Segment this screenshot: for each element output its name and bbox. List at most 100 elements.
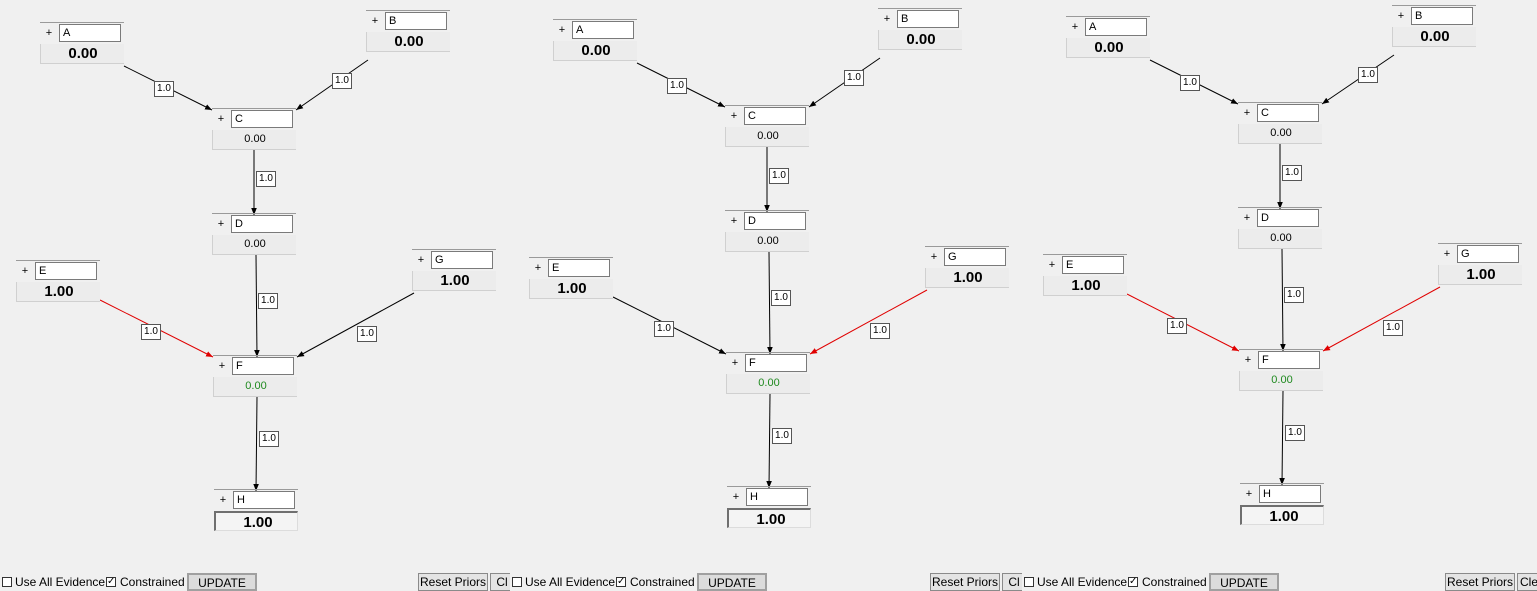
- node-name-field[interactable]: B: [1411, 7, 1473, 25]
- expand-icon[interactable]: +: [1071, 21, 1079, 33]
- clear-button[interactable]: Cl: [1002, 573, 1022, 591]
- node-name-field[interactable]: D: [231, 215, 293, 233]
- node-name-field[interactable]: A: [1085, 18, 1147, 36]
- use-all-evidence-checkbox[interactable]: [2, 577, 12, 587]
- expand-icon[interactable]: +: [1048, 259, 1056, 271]
- expand-icon[interactable]: +: [930, 251, 938, 263]
- expand-icon[interactable]: +: [1443, 248, 1451, 260]
- expand-icon[interactable]: +: [534, 262, 542, 274]
- node-name-field[interactable]: H: [746, 488, 808, 506]
- node-name-field[interactable]: G: [1457, 245, 1519, 263]
- update-button[interactable]: UPDATE: [1209, 573, 1279, 591]
- node-name-field[interactable]: A: [59, 24, 121, 42]
- node-name-field[interactable]: G: [944, 248, 1006, 266]
- constrained-checkbox[interactable]: ✓: [616, 576, 626, 587]
- reset-priors-button[interactable]: Reset Priors: [1445, 573, 1515, 591]
- node-name-field[interactable]: E: [35, 262, 97, 280]
- expand-icon[interactable]: +: [731, 357, 739, 369]
- node-name-field[interactable]: F: [1258, 351, 1320, 369]
- node-name-field[interactable]: E: [1062, 256, 1124, 274]
- edge-weight-label[interactable]: 1.0: [772, 428, 792, 444]
- expand-icon[interactable]: +: [730, 215, 738, 227]
- edge-weight-label[interactable]: 1.0: [667, 78, 687, 94]
- expand-icon[interactable]: +: [730, 110, 738, 122]
- edge-weight-label[interactable]: 1.0: [259, 431, 279, 447]
- expand-icon[interactable]: +: [732, 491, 740, 503]
- expand-icon[interactable]: +: [1243, 212, 1251, 224]
- expand-icon[interactable]: +: [417, 254, 425, 266]
- expand-icon[interactable]: +: [1244, 354, 1252, 366]
- edge-weight-label[interactable]: 1.0: [1358, 67, 1378, 83]
- edge-weight-label[interactable]: 1.0: [258, 293, 278, 309]
- edge-weight-label[interactable]: 1.0: [256, 171, 276, 187]
- edge-weight-label[interactable]: 1.0: [154, 81, 174, 97]
- edge-weight-label[interactable]: 1.0: [1285, 425, 1305, 441]
- expand-icon[interactable]: +: [1245, 488, 1253, 500]
- edge-weight-label[interactable]: 1.0: [870, 323, 890, 339]
- expand-icon[interactable]: +: [217, 218, 225, 230]
- edge-weight-label[interactable]: 1.0: [141, 324, 161, 340]
- node-name-field[interactable]: C: [744, 107, 806, 125]
- edge-weight-label[interactable]: 1.0: [844, 70, 864, 86]
- expand-icon[interactable]: +: [1243, 107, 1251, 119]
- node-name-field[interactable]: A: [572, 21, 634, 39]
- update-button[interactable]: UPDATE: [187, 573, 257, 591]
- constrained-checkbox[interactable]: ✓: [106, 576, 116, 587]
- edge-weight-label[interactable]: 1.0: [1284, 287, 1304, 303]
- expand-icon[interactable]: +: [558, 24, 566, 36]
- use-all-evidence-checkbox[interactable]: [1024, 577, 1034, 587]
- edge-weight-label[interactable]: 1.0: [771, 290, 791, 306]
- edge-weight-label[interactable]: 1.0: [1167, 318, 1187, 334]
- edge-weight-label[interactable]: 1.0: [654, 321, 674, 337]
- clear-button[interactable]: Cle: [1517, 573, 1537, 591]
- reset-priors-button[interactable]: Reset Priors: [418, 573, 488, 591]
- use-all-evidence-checkbox[interactable]: [512, 577, 522, 587]
- node-name-field[interactable]: F: [232, 357, 294, 375]
- node-name-field[interactable]: H: [1259, 485, 1321, 503]
- node-name-field[interactable]: F: [745, 354, 807, 372]
- node-name-field[interactable]: H: [233, 491, 295, 509]
- node-name-field[interactable]: B: [897, 10, 959, 28]
- update-button[interactable]: UPDATE: [697, 573, 767, 591]
- node-name-field[interactable]: G: [431, 251, 493, 269]
- node-name-field[interactable]: E: [548, 259, 610, 277]
- expand-icon[interactable]: +: [219, 494, 227, 506]
- edge-weight-label[interactable]: 1.0: [1282, 165, 1302, 181]
- node-name-field[interactable]: C: [1257, 104, 1319, 122]
- edge-weight-label[interactable]: 1.0: [769, 168, 789, 184]
- node-name-field[interactable]: D: [744, 212, 806, 230]
- edge-weight-label[interactable]: 1.0: [1180, 75, 1200, 91]
- constrained-checkbox[interactable]: ✓: [1128, 576, 1138, 587]
- edge-weight-label[interactable]: 1.0: [357, 326, 377, 342]
- node-name-field[interactable]: D: [1257, 209, 1319, 227]
- node-name-field[interactable]: C: [231, 110, 293, 128]
- clear-button[interactable]: Cl: [490, 573, 510, 591]
- expand-icon[interactable]: +: [371, 15, 379, 27]
- expand-icon[interactable]: +: [21, 265, 29, 277]
- expand-icon[interactable]: +: [45, 27, 53, 39]
- expand-icon[interactable]: +: [883, 13, 891, 25]
- expand-icon[interactable]: +: [217, 113, 225, 125]
